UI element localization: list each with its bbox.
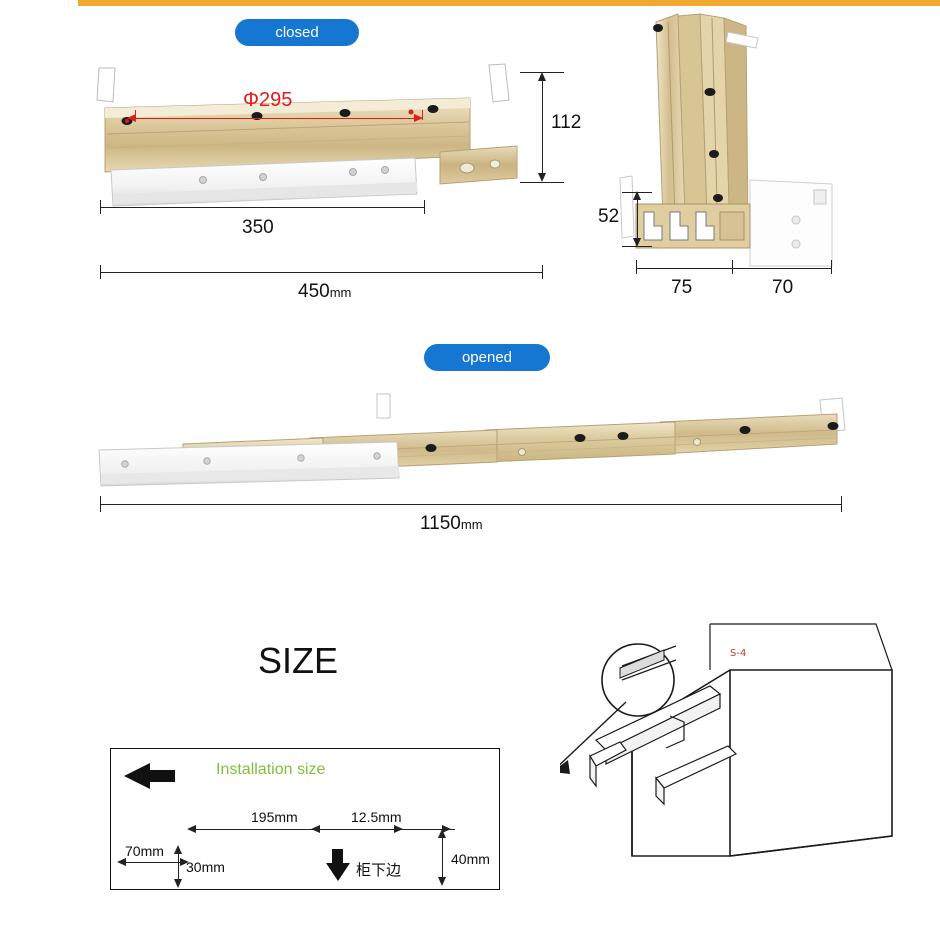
- dim-40mm-text: 40mm: [451, 851, 490, 867]
- cabinet-bottom-note: 柜下边: [356, 861, 402, 879]
- dim-195-text: 195mm: [251, 809, 298, 825]
- opened-label-pill: opened: [424, 344, 550, 371]
- closed-label-text: closed: [275, 24, 319, 41]
- top-orange-bar: [78, 0, 940, 6]
- dim-70mm-text: 70mm: [125, 843, 164, 859]
- installation-size-label: Installation size: [216, 761, 326, 778]
- dim-1150-unit: mm: [460, 517, 483, 532]
- dim-height-112-text: 112: [551, 112, 582, 133]
- dim-30mm-text: 30mm: [186, 859, 225, 875]
- section-end-view-drawing: [619, 13, 833, 267]
- dim-450-text: 450: [298, 281, 330, 302]
- opened-slide-drawing: [98, 393, 846, 487]
- cabinet-perspective-drawing: S-4: [560, 623, 893, 857]
- dim-75-text: 75: [671, 277, 693, 298]
- dim-1150-text: 1150: [420, 513, 461, 534]
- dim-450-unit: mm: [329, 285, 352, 300]
- svg-text:S-4: S-4: [730, 648, 746, 659]
- opened-label-text: opened: [461, 349, 513, 366]
- dim-125-text: 12.5mm: [351, 809, 402, 825]
- dim-52-text: 52: [598, 206, 620, 227]
- closed-label-pill: closed: [235, 19, 359, 46]
- size-heading: SIZE: [258, 640, 339, 681]
- dim-70-text: 70: [772, 277, 794, 298]
- closed-slide-drawing: [96, 63, 518, 207]
- dim-diameter-text: Φ295: [243, 89, 293, 111]
- dim-350-text: 350: [242, 217, 274, 238]
- installation-size-box: Installation size 195mm 12.5mm 70mm: [110, 748, 500, 890]
